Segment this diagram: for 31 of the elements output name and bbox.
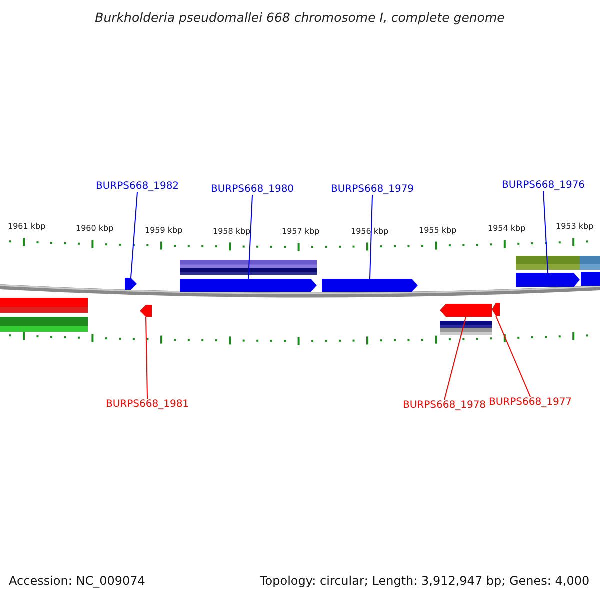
gene-feature [322, 279, 418, 292]
gene-label: BURPS668_1979 [331, 184, 414, 195]
gene-feature [125, 278, 137, 290]
scale-label: 1961 kbp [8, 222, 46, 232]
leader-line [130, 192, 138, 278]
leader-line [248, 194, 254, 280]
title: Burkholderia pseudomallei 668 chromosome I, complete genome [94, 10, 506, 25]
scale-label: 1953 kbp [556, 222, 594, 232]
scale-label: 1956 kbp [351, 226, 389, 236]
leader-line [370, 194, 374, 280]
leader-line [496, 316, 532, 398]
gene-label: BURPS668_1976 [502, 180, 586, 191]
scale-label: 1954 kbp [488, 224, 526, 234]
scale-label: 1957 kbp [282, 226, 320, 236]
gene-label: BURPS668_1977 [489, 397, 572, 408]
scale-label: 1960 kbp [76, 224, 114, 234]
gene-label: BURPS668_1982 [96, 181, 180, 192]
gene-feature [140, 305, 152, 317]
gene-feature [516, 273, 580, 287]
gene-label: BURPS668_1978 [403, 400, 486, 411]
gene-feature [180, 279, 317, 292]
genome-summary-text: Topology: circular; Length: 3,912,947 bp; Genes: 4,000 [260, 574, 590, 588]
leader-line [543, 190, 548, 274]
gene-label: BURPS668_1980 [211, 184, 294, 195]
scale-label: 1958 kbp [213, 226, 251, 236]
leader-line [146, 316, 148, 400]
leader-line [444, 316, 466, 400]
gene-label: BURPS668_1981 [106, 399, 190, 410]
scale-label: 1959 kbp [145, 226, 183, 235]
scale-label: 1955 kbp [419, 226, 457, 235]
accession-text: Accession: NC_009074 [9, 574, 146, 588]
